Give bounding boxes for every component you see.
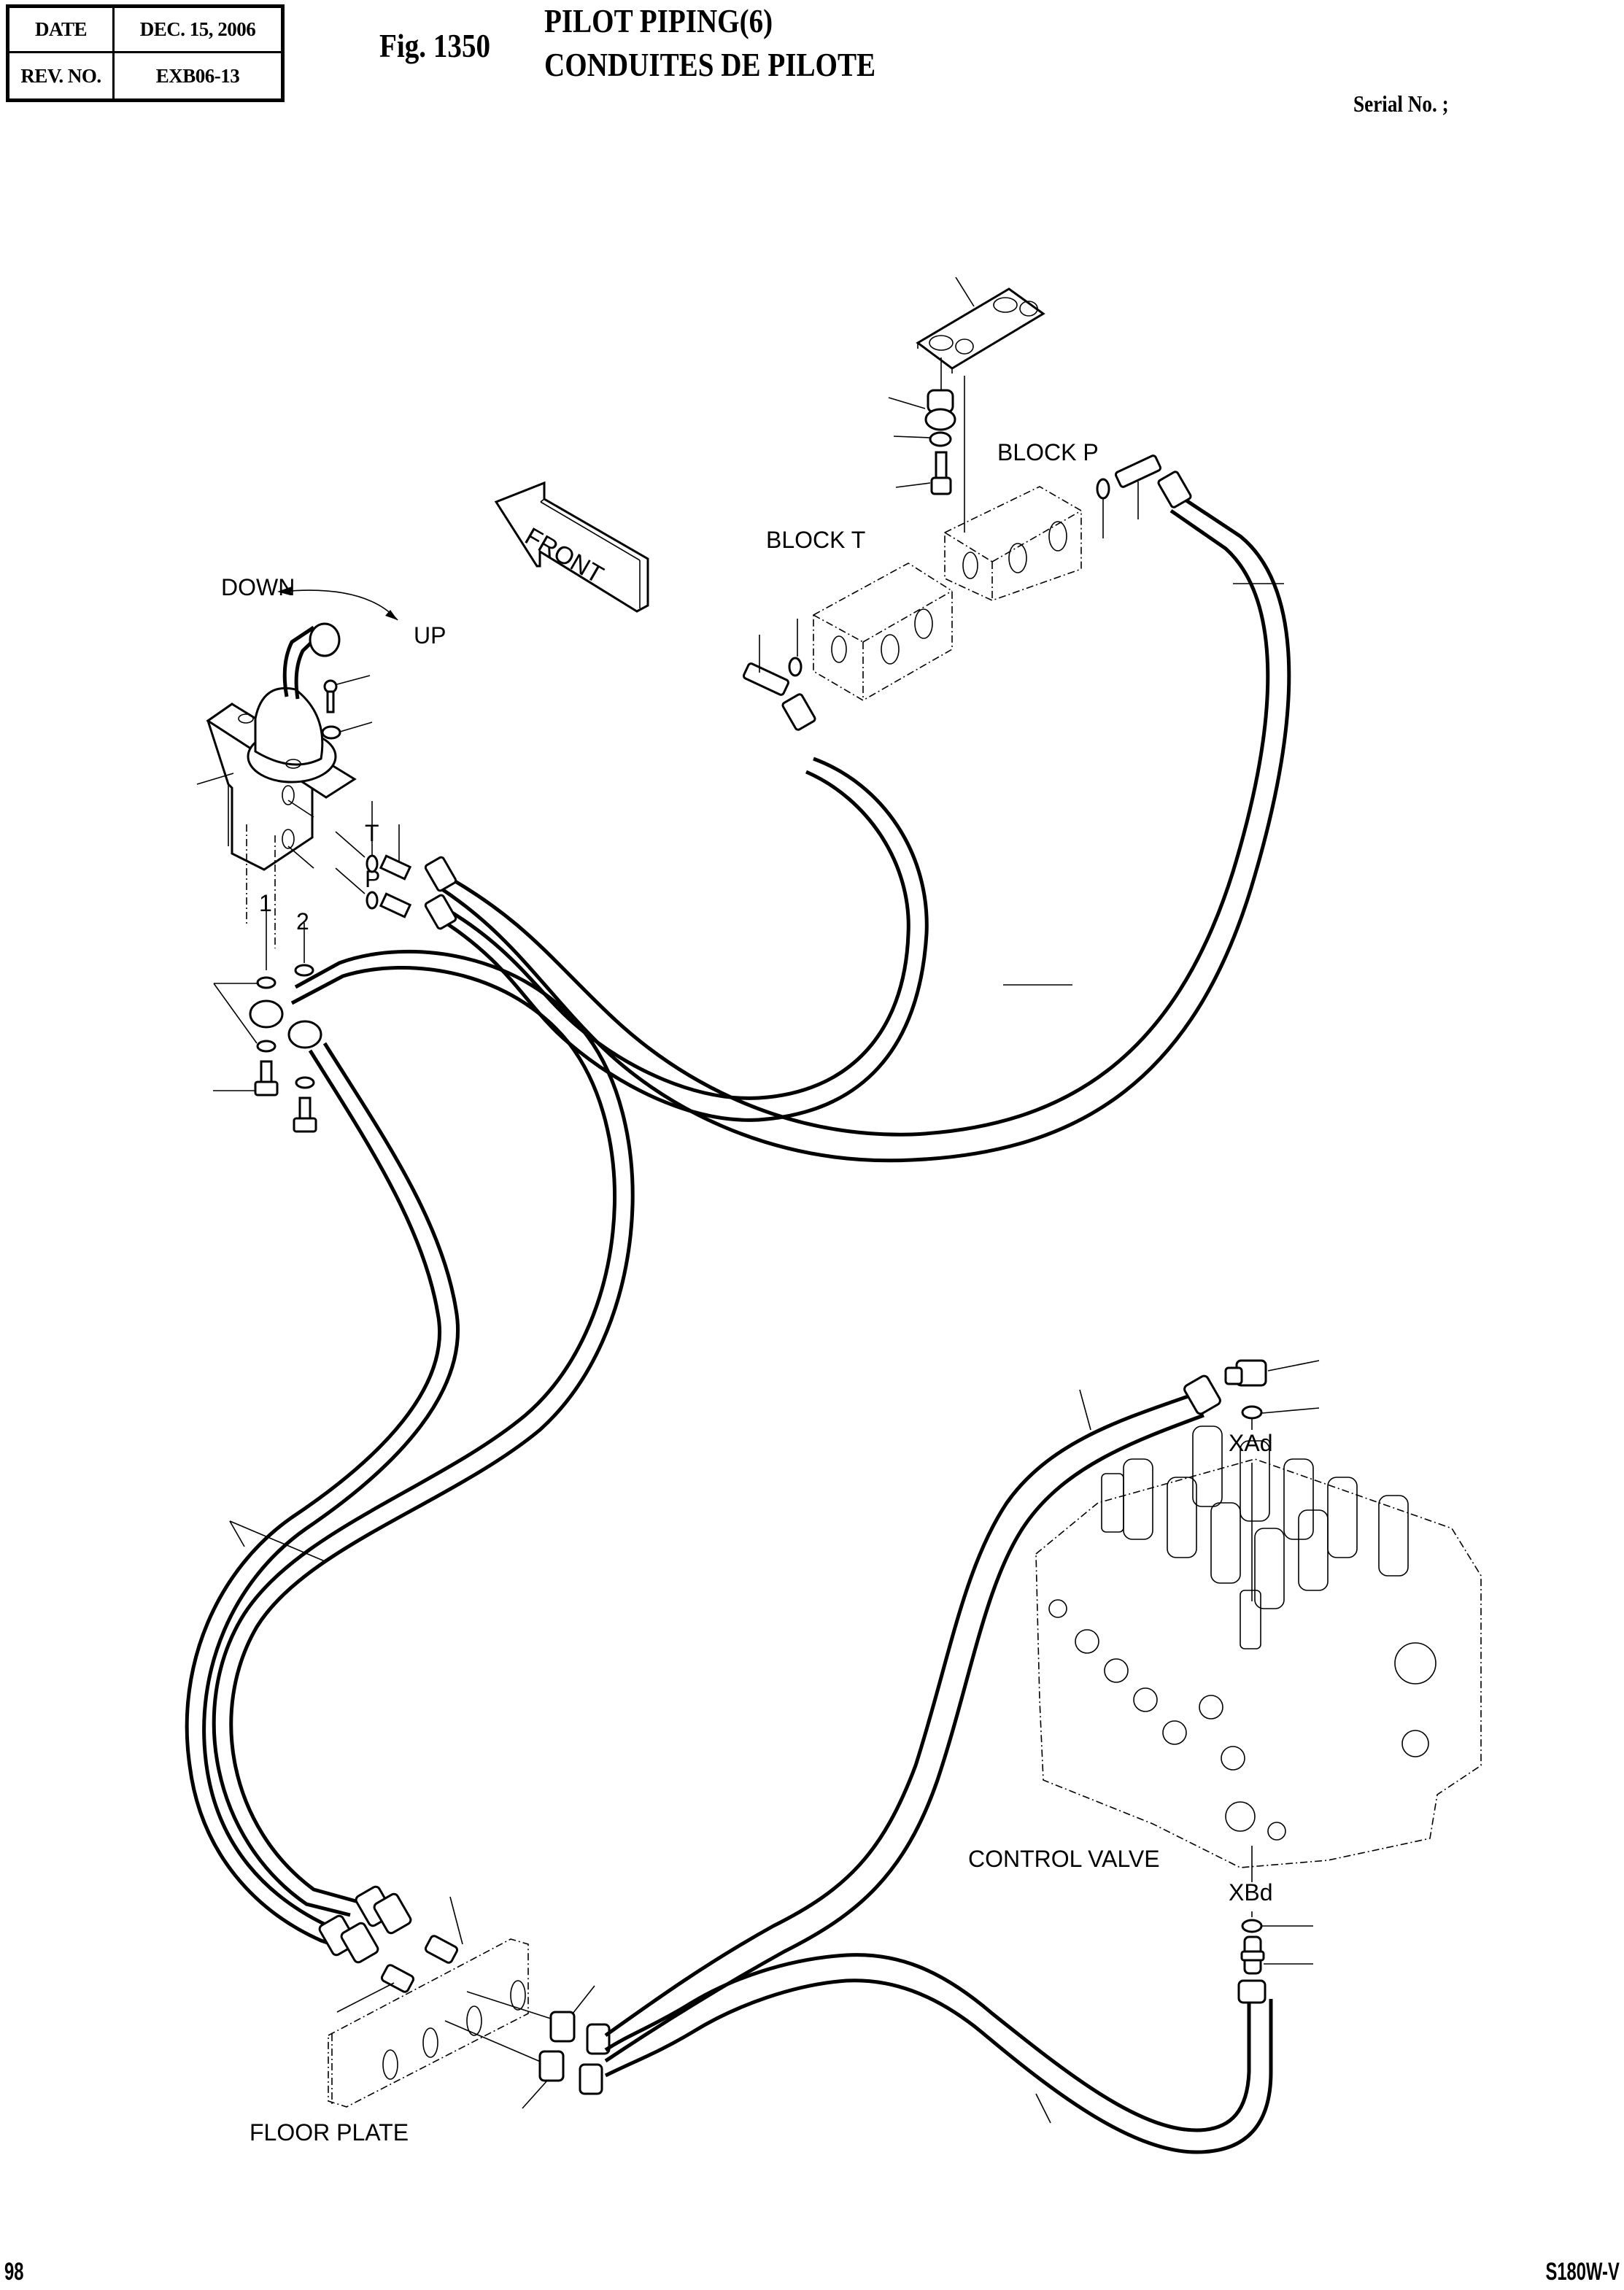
leader-line (196, 773, 234, 785)
hose-floor-to-xad (604, 1389, 1205, 2063)
block-p (944, 486, 1082, 601)
model-number: S180W-V (1545, 2258, 1620, 2286)
label-port-t: T (365, 820, 379, 846)
control-valve (1035, 1426, 1482, 1882)
date-label: DATE (9, 8, 115, 53)
label-xad: XAd (1229, 1430, 1273, 1456)
tee-fitting-p (1114, 454, 1162, 519)
label-block-t: BLOCK T (766, 527, 866, 553)
cap-screw (895, 451, 952, 495)
mount-screw (321, 675, 373, 740)
rev-value: EXB06-13 (155, 64, 240, 87)
date-value: DEC. 15, 2006 (115, 8, 281, 53)
rotation-arrow-icon (277, 587, 398, 621)
label-down: DOWN (221, 574, 295, 600)
serial-number-label: Serial No. ; (1353, 90, 1449, 117)
label-port-1: 1 (259, 890, 272, 916)
label-control-valve: CONTROL VALVE (968, 1846, 1160, 1872)
label-floor-plate: FLOOR PLATE (250, 2119, 409, 2146)
adapter-fitting (1240, 1935, 1313, 1975)
cover-plate (916, 276, 1045, 533)
label-xbd: XBd (1229, 1879, 1273, 1906)
plug (888, 389, 956, 431)
pilot-valve-joystick (196, 622, 357, 948)
hose-to-block-p (436, 495, 1291, 1163)
label-port-p: P (365, 866, 381, 892)
label-block-p: BLOCK P (997, 439, 1099, 465)
revision-table: DATE DEC. 15, 2006 REV. NO. EXB06-13 (6, 4, 285, 102)
hose-port1-to-floor (212, 949, 635, 1917)
banjo-bolt (213, 1060, 317, 1133)
label-port-2: 2 (296, 908, 309, 935)
hose-port2-to-floor (185, 1042, 460, 1950)
floor-plate (328, 1938, 570, 2108)
block-t (813, 562, 953, 701)
hose-floor-to-xbd (579, 1953, 1273, 2154)
page-title-english: PILOT PIPING(6) (544, 2, 773, 39)
page-number: 98 (4, 2258, 24, 2286)
elbow-fitting (1224, 1359, 1320, 1387)
front-arrow-icon (494, 481, 649, 613)
figure-number: Fig. 1350 (379, 27, 491, 64)
label-up: UP (414, 622, 446, 649)
tee-fitting-t (742, 635, 790, 696)
page-title-french: CONDUITES DE PILOTE (544, 46, 876, 83)
rev-label: REV. NO. (9, 53, 115, 98)
